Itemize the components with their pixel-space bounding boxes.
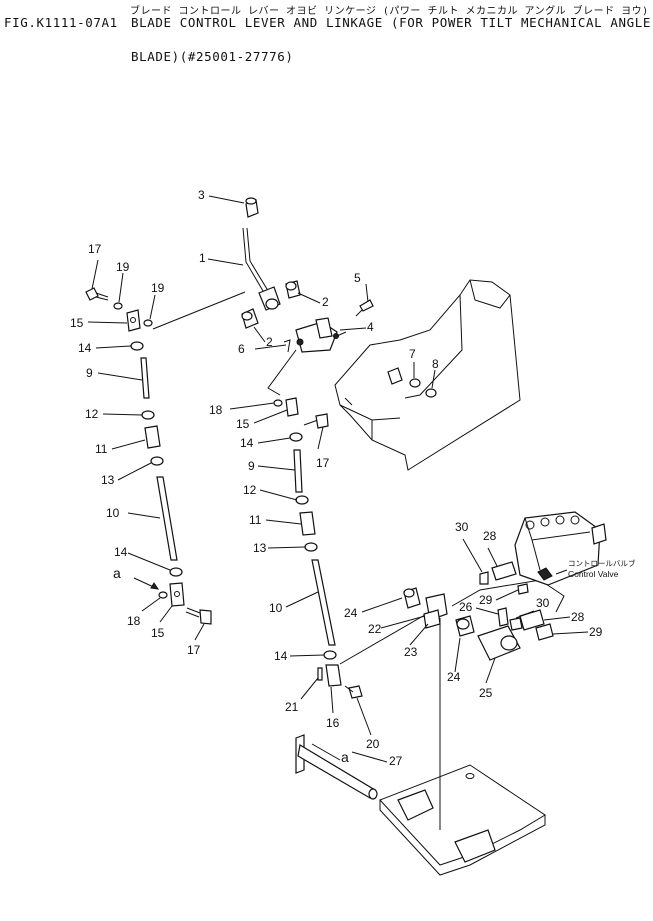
callout-17-mid: 17 [316,456,330,470]
lower-linkage [403,561,565,830]
bracket [295,317,347,353]
title-line-1: BLADE CONTROL LEVER AND LINKAGE (FOR POW… [131,15,652,30]
callout-19-right: 19 [151,281,165,295]
callout-30-right: 30 [536,596,550,610]
callout-19-left: 19 [116,260,130,274]
part-7-nut [409,378,421,388]
callout-13-left: 13 [101,473,115,487]
callout-bracket-4: 4 [367,320,374,334]
callout-23: 23 [404,645,418,659]
callout-21: 21 [285,700,299,714]
valve-label-japanese: コントロールバルブ [568,558,636,568]
leader-lines [87,195,589,763]
bushing-lower [241,308,259,329]
callout-28-top: 28 [483,529,497,543]
control-lever [242,197,281,311]
callout-10-left: 10 [106,506,120,520]
callout-18-left: 18 [127,614,141,628]
part-8-nut [425,388,437,398]
callout-7: 7 [409,347,416,361]
callout-16: 16 [326,716,340,730]
callout-25: 25 [479,686,493,700]
callout-15-top: 15 [70,316,84,330]
callout-bolt-5: 5 [354,271,361,285]
pin-6 [283,339,291,353]
ref-a-left: a [113,565,121,581]
callout-22: 22 [368,622,382,636]
callout-14-mid-top: 14 [240,436,254,450]
callout-9-mid: 9 [248,459,255,473]
bolt-5 [355,299,374,317]
callout-pin-6: 6 [238,342,245,356]
bushing-upper [285,280,301,299]
frame-housing [334,279,521,471]
callout-9-left: 9 [86,366,93,380]
callout-30-top: 30 [455,520,469,534]
callout-17-top: 17 [88,242,102,256]
left-rod-assembly [85,287,212,625]
japanese-title: ブレード コントロール レバー オヨビ リンケージ (パワー チルト メカニカル… [130,6,649,17]
shaft-27 [295,734,378,800]
callout-27: 27 [389,754,403,768]
link-bracket-mid [267,349,297,396]
figure-id: FIG.K1111-07A1 [4,15,118,30]
callout-labels: 3 1 2 2 5 4 6 7 8 17 19 19 15 14 9 12 11… [70,188,636,768]
title-line-2: BLADE)(#25001-27776) [131,49,294,64]
callout-11-left: 11 [95,442,108,456]
control-valve [514,511,607,586]
callout-24-right: 24 [447,670,461,684]
callout-26: 26 [459,600,473,614]
callout-12-left: 12 [85,407,99,421]
part-7-bushing [387,367,403,385]
callout-lever: 1 [199,251,206,265]
callout-15-mid: 15 [236,417,250,431]
callout-14-mid-lower: 14 [274,649,288,663]
callout-10-mid: 10 [269,601,283,615]
base-plate [379,764,546,876]
callout-24-left: 24 [344,606,358,620]
callout-12-mid: 12 [243,483,257,497]
callout-bushing-lower: 2 [266,335,273,349]
callout-bushing-upper: 2 [322,295,329,309]
callout-17-left-lower: 17 [187,643,201,657]
callout-11-mid: 11 [249,513,262,527]
valve-label-english: Control Valve [568,569,619,579]
callout-13-mid: 13 [253,541,267,555]
callout-14-top-left: 14 [78,341,92,355]
callout-15-left-lower: 15 [151,626,165,640]
middle-rod-assembly [273,397,431,699]
callout-20: 20 [366,737,380,751]
callout-18-mid: 18 [209,403,223,417]
callout-29-mid: 29 [479,593,493,607]
callout-28-right: 28 [571,610,585,624]
link-lever-left [152,291,246,330]
callout-8: 8 [432,357,439,371]
callout-1-lever-knob: 3 [198,188,205,202]
ref-a-shaft: a [341,749,349,765]
callout-29-right: 29 [589,625,603,639]
callout-14-left-lower: 14 [114,545,128,559]
